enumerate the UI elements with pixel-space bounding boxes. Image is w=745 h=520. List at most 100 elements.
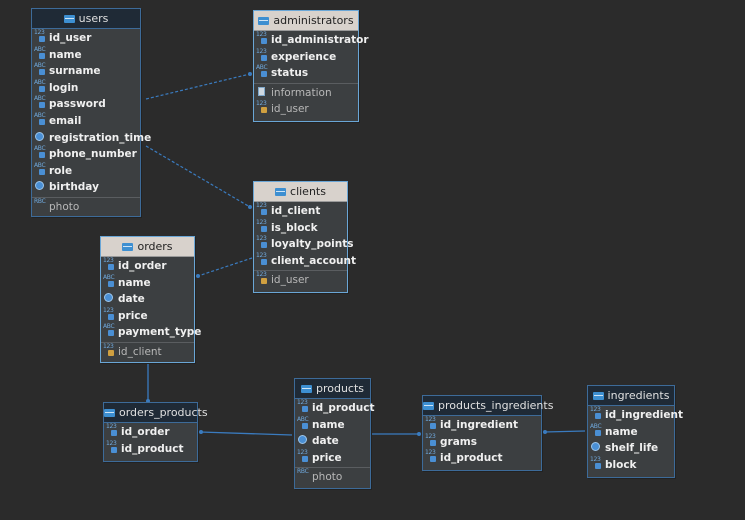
column-name: information (271, 86, 332, 99)
table-header[interactable]: products_ingredients (423, 396, 553, 416)
table-header[interactable]: orders (101, 237, 194, 257)
binary-column-icon: RBC (297, 468, 309, 476)
string-column-icon: ABC (34, 79, 46, 92)
numeric-column-icon: 123 (297, 449, 309, 462)
column-name: surname (49, 65, 101, 78)
string-column-icon: ABC (103, 274, 115, 287)
string-column-icon: ABC (34, 146, 46, 159)
column-row[interactable]: shelf_life (588, 440, 674, 457)
table-header[interactable]: ingredients (588, 386, 674, 406)
column-name: price (118, 309, 148, 322)
column-name: id_client (118, 345, 162, 358)
table-header[interactable]: clients (254, 182, 347, 202)
column-name: client_account (271, 254, 357, 267)
link-orders-products-products (199, 431, 293, 436)
column-name: id_product (312, 402, 375, 414)
column-row[interactable]: date (295, 433, 370, 450)
numeric-column-icon: 123 (103, 258, 115, 270)
table-name: clients (290, 185, 326, 198)
column-name: birthday (49, 181, 99, 194)
table-name: ingredients (607, 389, 670, 402)
column-row[interactable]: date (101, 291, 194, 308)
numeric-column-icon: 123 (256, 32, 268, 44)
table-header[interactable]: users (32, 9, 140, 29)
column-name: id_product (440, 452, 503, 465)
link-users-clients (145, 145, 251, 208)
datetime-column-icon (103, 293, 115, 303)
table-icon (592, 392, 604, 400)
table-header[interactable]: administrators (254, 11, 358, 31)
column-name: password (49, 98, 106, 111)
numeric-column-icon: 123 (103, 307, 115, 320)
numeric-column-icon: 123 (425, 450, 437, 463)
link-end-dot (417, 432, 421, 436)
column-name: date (312, 435, 339, 448)
datetime-column-icon (297, 435, 309, 445)
column-name: id_administrator (271, 34, 369, 46)
string-column-icon: ABC (103, 324, 115, 337)
table-header[interactable]: products (295, 379, 370, 399)
table-name: administrators (273, 14, 354, 27)
column-row[interactable]: birthday (32, 179, 140, 196)
column-name: name (118, 276, 151, 289)
table-icon (275, 188, 287, 196)
numeric-column-icon: 123 (34, 30, 46, 42)
column-name: email (49, 114, 82, 127)
link-end-dot (248, 72, 252, 76)
binary-column-icon: RBC (34, 197, 46, 205)
column-row[interactable]: registration_time (32, 130, 151, 147)
datetime-column-icon (34, 131, 46, 142)
column-row[interactable]: information (254, 85, 358, 102)
table-icon (63, 15, 75, 23)
column-name: registration_time (49, 131, 152, 144)
table-header[interactable]: orders_products (104, 403, 208, 423)
